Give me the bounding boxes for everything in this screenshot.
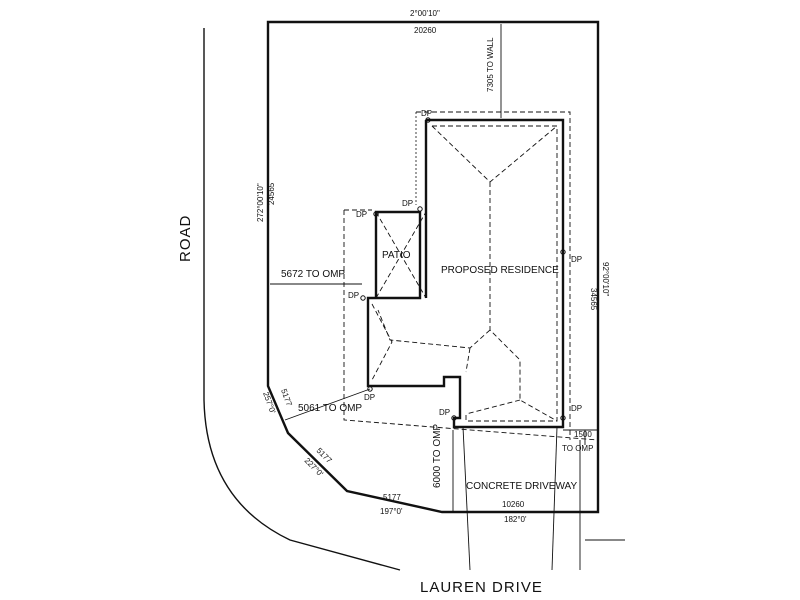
dp-label: DP	[421, 109, 432, 118]
south-length-label: 10260	[502, 500, 525, 509]
arc1-length-label: 5177	[383, 493, 401, 502]
dp-label: DP	[348, 291, 359, 300]
arc3-length-label: 5177	[279, 388, 294, 408]
dp-label: DP	[356, 210, 367, 219]
dp-label: DP	[571, 404, 582, 413]
south-bearing-label: 182°0'	[504, 515, 527, 524]
north-bearing-label: 2°00'10"	[410, 9, 440, 18]
east-setback-value: 1500	[574, 430, 592, 439]
patio-roof	[375, 211, 427, 299]
southwest-omp-setback-label: 5061 TO OMP	[298, 403, 362, 414]
north-wall-setback-label: 7305 TO WALL	[486, 37, 495, 92]
driveway-label: CONCRETE DRIVEWAY	[466, 481, 577, 492]
residence-outline	[366, 118, 565, 429]
west-wing-roof	[371, 303, 393, 381]
setback-envelope-west	[343, 210, 599, 441]
dp-label: DP	[402, 199, 413, 208]
downpipe-marker	[560, 249, 566, 255]
north-length-label: 20260	[414, 26, 437, 35]
driveway-edge-west	[462, 426, 471, 571]
downpipe-markers	[360, 117, 566, 421]
downpipe-marker	[425, 117, 431, 123]
front-omp-setback-label: 6000 TO OMP	[432, 424, 443, 488]
west-length-label: 24565	[267, 182, 276, 205]
east-bearing-label: 92°00'10"	[601, 262, 610, 296]
east-length-label: 34565	[589, 288, 598, 311]
roof-ridge	[377, 125, 558, 422]
downpipe-marker	[373, 211, 379, 217]
dp-label: DP	[364, 393, 375, 402]
arc1-bearing-label: 197°0'	[380, 507, 403, 516]
east-frontage-marker	[579, 440, 625, 570]
west-bearing-label: 272°00'10"	[256, 183, 265, 222]
downpipe-marker	[367, 386, 373, 392]
southwest-omp-dimension	[284, 388, 371, 421]
residence-label: PROPOSED RESIDENCE	[441, 265, 559, 276]
dp-label: DP	[439, 408, 450, 417]
setback-envelope	[416, 111, 571, 440]
road-kerb-line	[203, 28, 401, 571]
driveway-edge-east	[551, 426, 558, 571]
patio-label: PATIO	[382, 250, 411, 261]
east-setback-suffix: TO OMP	[562, 444, 593, 453]
downpipe-marker	[417, 206, 423, 212]
west-omp-setback-label: 5672 TO OMP	[281, 269, 345, 280]
arc3-bearing-label: 257°0'	[261, 391, 277, 416]
lot-boundary	[266, 20, 600, 514]
downpipe-marker	[560, 415, 566, 421]
dp-label: DP	[571, 255, 582, 264]
street-label: LAUREN DRIVE	[420, 579, 543, 596]
road-label: ROAD	[177, 215, 194, 262]
east-omp-dimension	[563, 429, 598, 445]
downpipe-marker	[451, 415, 457, 421]
downpipe-marker	[360, 295, 366, 301]
